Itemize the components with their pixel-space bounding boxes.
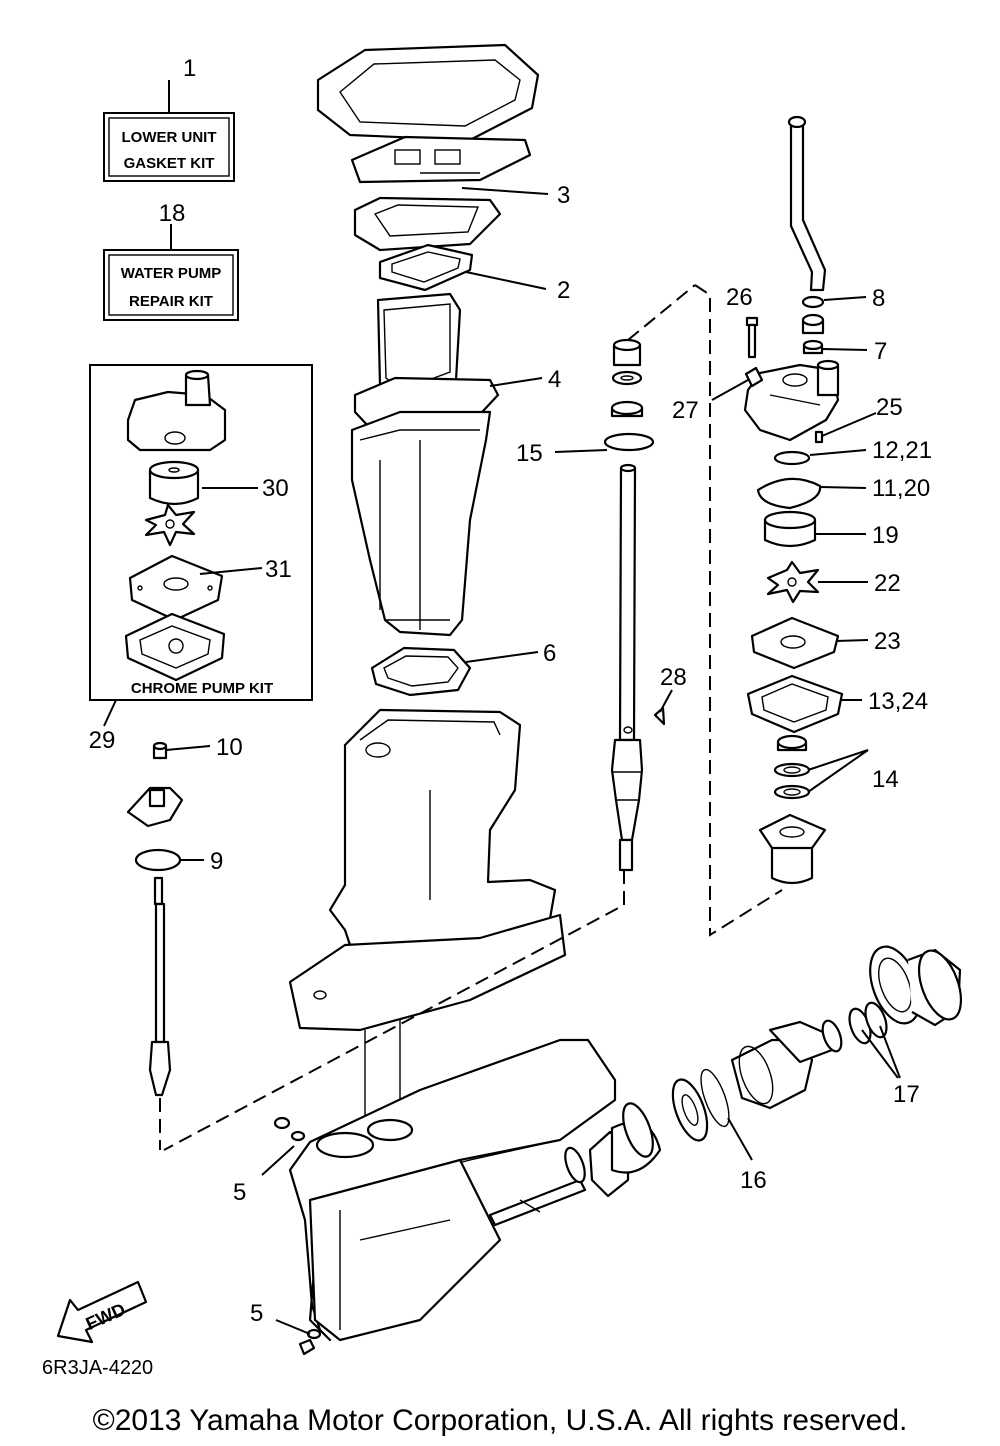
lower-gearcase <box>288 1020 617 1342</box>
callout-11-20: 11,20 <box>872 475 930 502</box>
callout-16: 16 <box>740 1167 767 1194</box>
shift-rod-assembly <box>126 741 184 1150</box>
callout-22: 22 <box>874 570 901 597</box>
callout-30: 30 <box>262 475 289 502</box>
callout-28: 28 <box>660 664 687 691</box>
callout-2: 2 <box>557 277 570 304</box>
chrome-pump-kit-box[interactable]: CHROME PUMP KIT 30 31 <box>89 364 313 701</box>
callout-27: 27 <box>672 397 699 424</box>
forward-gear-set <box>564 1068 730 1198</box>
diagram-code: 6R3JA-4220 <box>42 1357 153 1379</box>
chrome-pump-cup <box>148 460 200 506</box>
chrome-pump-gasket <box>124 612 226 682</box>
chrome-pump-housing <box>126 369 227 452</box>
bolt-5-upper <box>273 1116 306 1142</box>
callout-14: 14 <box>872 766 899 793</box>
callout-3: 3 <box>557 182 570 209</box>
callout-19: 19 <box>872 522 899 549</box>
callout-5-upper: 5 <box>233 1179 246 1206</box>
callout-10: 10 <box>216 734 243 761</box>
callout-18: 18 <box>159 200 186 227</box>
callout-17: 17 <box>893 1081 920 1108</box>
propeller-nut-and-spacer <box>869 945 963 1027</box>
chrome-pump-kit-label: CHROME PUMP KIT <box>131 680 273 697</box>
callout-1: 1 <box>183 55 196 82</box>
forward-direction-arrow: FWD <box>56 1280 148 1344</box>
water-pump-assembly <box>694 115 844 937</box>
callout-6: 6 <box>543 640 556 667</box>
callout-4: 4 <box>548 366 561 393</box>
callout-8: 8 <box>872 285 885 312</box>
callout-25: 25 <box>876 394 903 421</box>
callout-7: 7 <box>874 338 887 365</box>
copyright-notice: ©2013 Yamaha Motor Corporation, U.S.A. A… <box>93 1404 908 1437</box>
lower-unit-gasket-kit-box[interactable]: LOWER UNIT GASKET KIT 1 <box>103 55 235 182</box>
upper-casing-stack <box>288 43 567 1032</box>
kit-label-line2: GASKET KIT <box>124 155 215 172</box>
drive-shaft-assembly <box>163 284 696 1151</box>
kit-label-line1: WATER PUMP <box>121 265 222 282</box>
callout-12-21: 12,21 <box>872 437 932 464</box>
kit-label-line1: LOWER UNIT <box>122 129 217 146</box>
chrome-pump-impeller <box>144 503 196 547</box>
callout-5-lower: 5 <box>250 1300 263 1327</box>
callout-31: 31 <box>265 556 292 583</box>
reverse-gear-housing <box>730 1001 888 1110</box>
callout-13-24: 13,24 <box>868 688 928 715</box>
callout-29: 29 <box>89 727 116 754</box>
chrome-pump-plate <box>128 554 224 622</box>
bolt-5-lower <box>298 1328 322 1356</box>
callout-23: 23 <box>874 628 901 655</box>
kit-label-line2: REPAIR KIT <box>129 293 213 310</box>
water-pump-repair-kit-box[interactable]: WATER PUMP REPAIR KIT 18 <box>103 200 239 321</box>
callout-9: 9 <box>210 848 223 875</box>
callout-15: 15 <box>516 440 543 467</box>
callout-26: 26 <box>726 284 753 311</box>
